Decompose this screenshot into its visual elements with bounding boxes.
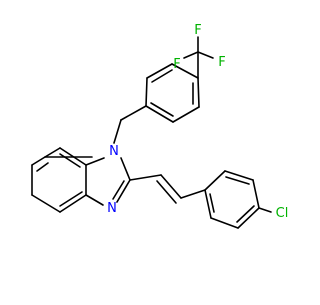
bond (160, 174, 182, 199)
bond (145, 77, 148, 107)
bond (31, 194, 61, 213)
bond (171, 63, 199, 79)
bond (44, 147, 61, 158)
bond (204, 189, 212, 219)
bond (210, 217, 239, 229)
bond (183, 51, 199, 59)
bond (197, 77, 200, 108)
bond-inner (236, 205, 255, 223)
atom-n3-label: N (107, 201, 117, 216)
bond (252, 179, 260, 209)
bond (172, 106, 200, 123)
bond (31, 156, 46, 166)
bond (146, 63, 173, 79)
bond-inner (225, 176, 250, 185)
atom-n1-label: N (109, 144, 119, 159)
bonds (31, 36, 272, 229)
bond (180, 189, 206, 199)
bond-inner (209, 193, 215, 213)
bond-inner (59, 153, 81, 168)
structure-canvas: N N F F F Cl (31, 23, 289, 229)
bond (120, 105, 147, 121)
bond (224, 170, 254, 181)
bond (145, 105, 174, 123)
bond (116, 179, 131, 203)
bond-inner (59, 191, 83, 207)
atom-f1-label: F (194, 23, 201, 38)
atom-f3-label: F (218, 55, 225, 70)
bond-inner (36, 162, 49, 172)
bond-inner (151, 69, 173, 83)
bond (120, 157, 131, 181)
bond-inner (150, 102, 174, 117)
bond-inner (112, 180, 125, 200)
bond (59, 147, 87, 166)
bond (59, 194, 87, 213)
bond (85, 194, 104, 206)
molecule-structure: N N F F F Cl (31, 23, 289, 229)
atom-f2-label: F (173, 57, 180, 72)
bond (237, 207, 260, 229)
bond (113, 119, 122, 144)
atom-cl-label: Cl (276, 206, 289, 221)
bond (258, 207, 272, 213)
bond (129, 174, 162, 181)
bond (197, 51, 214, 59)
bond-inner (156, 180, 177, 204)
bond (85, 157, 105, 166)
bond (204, 170, 226, 191)
